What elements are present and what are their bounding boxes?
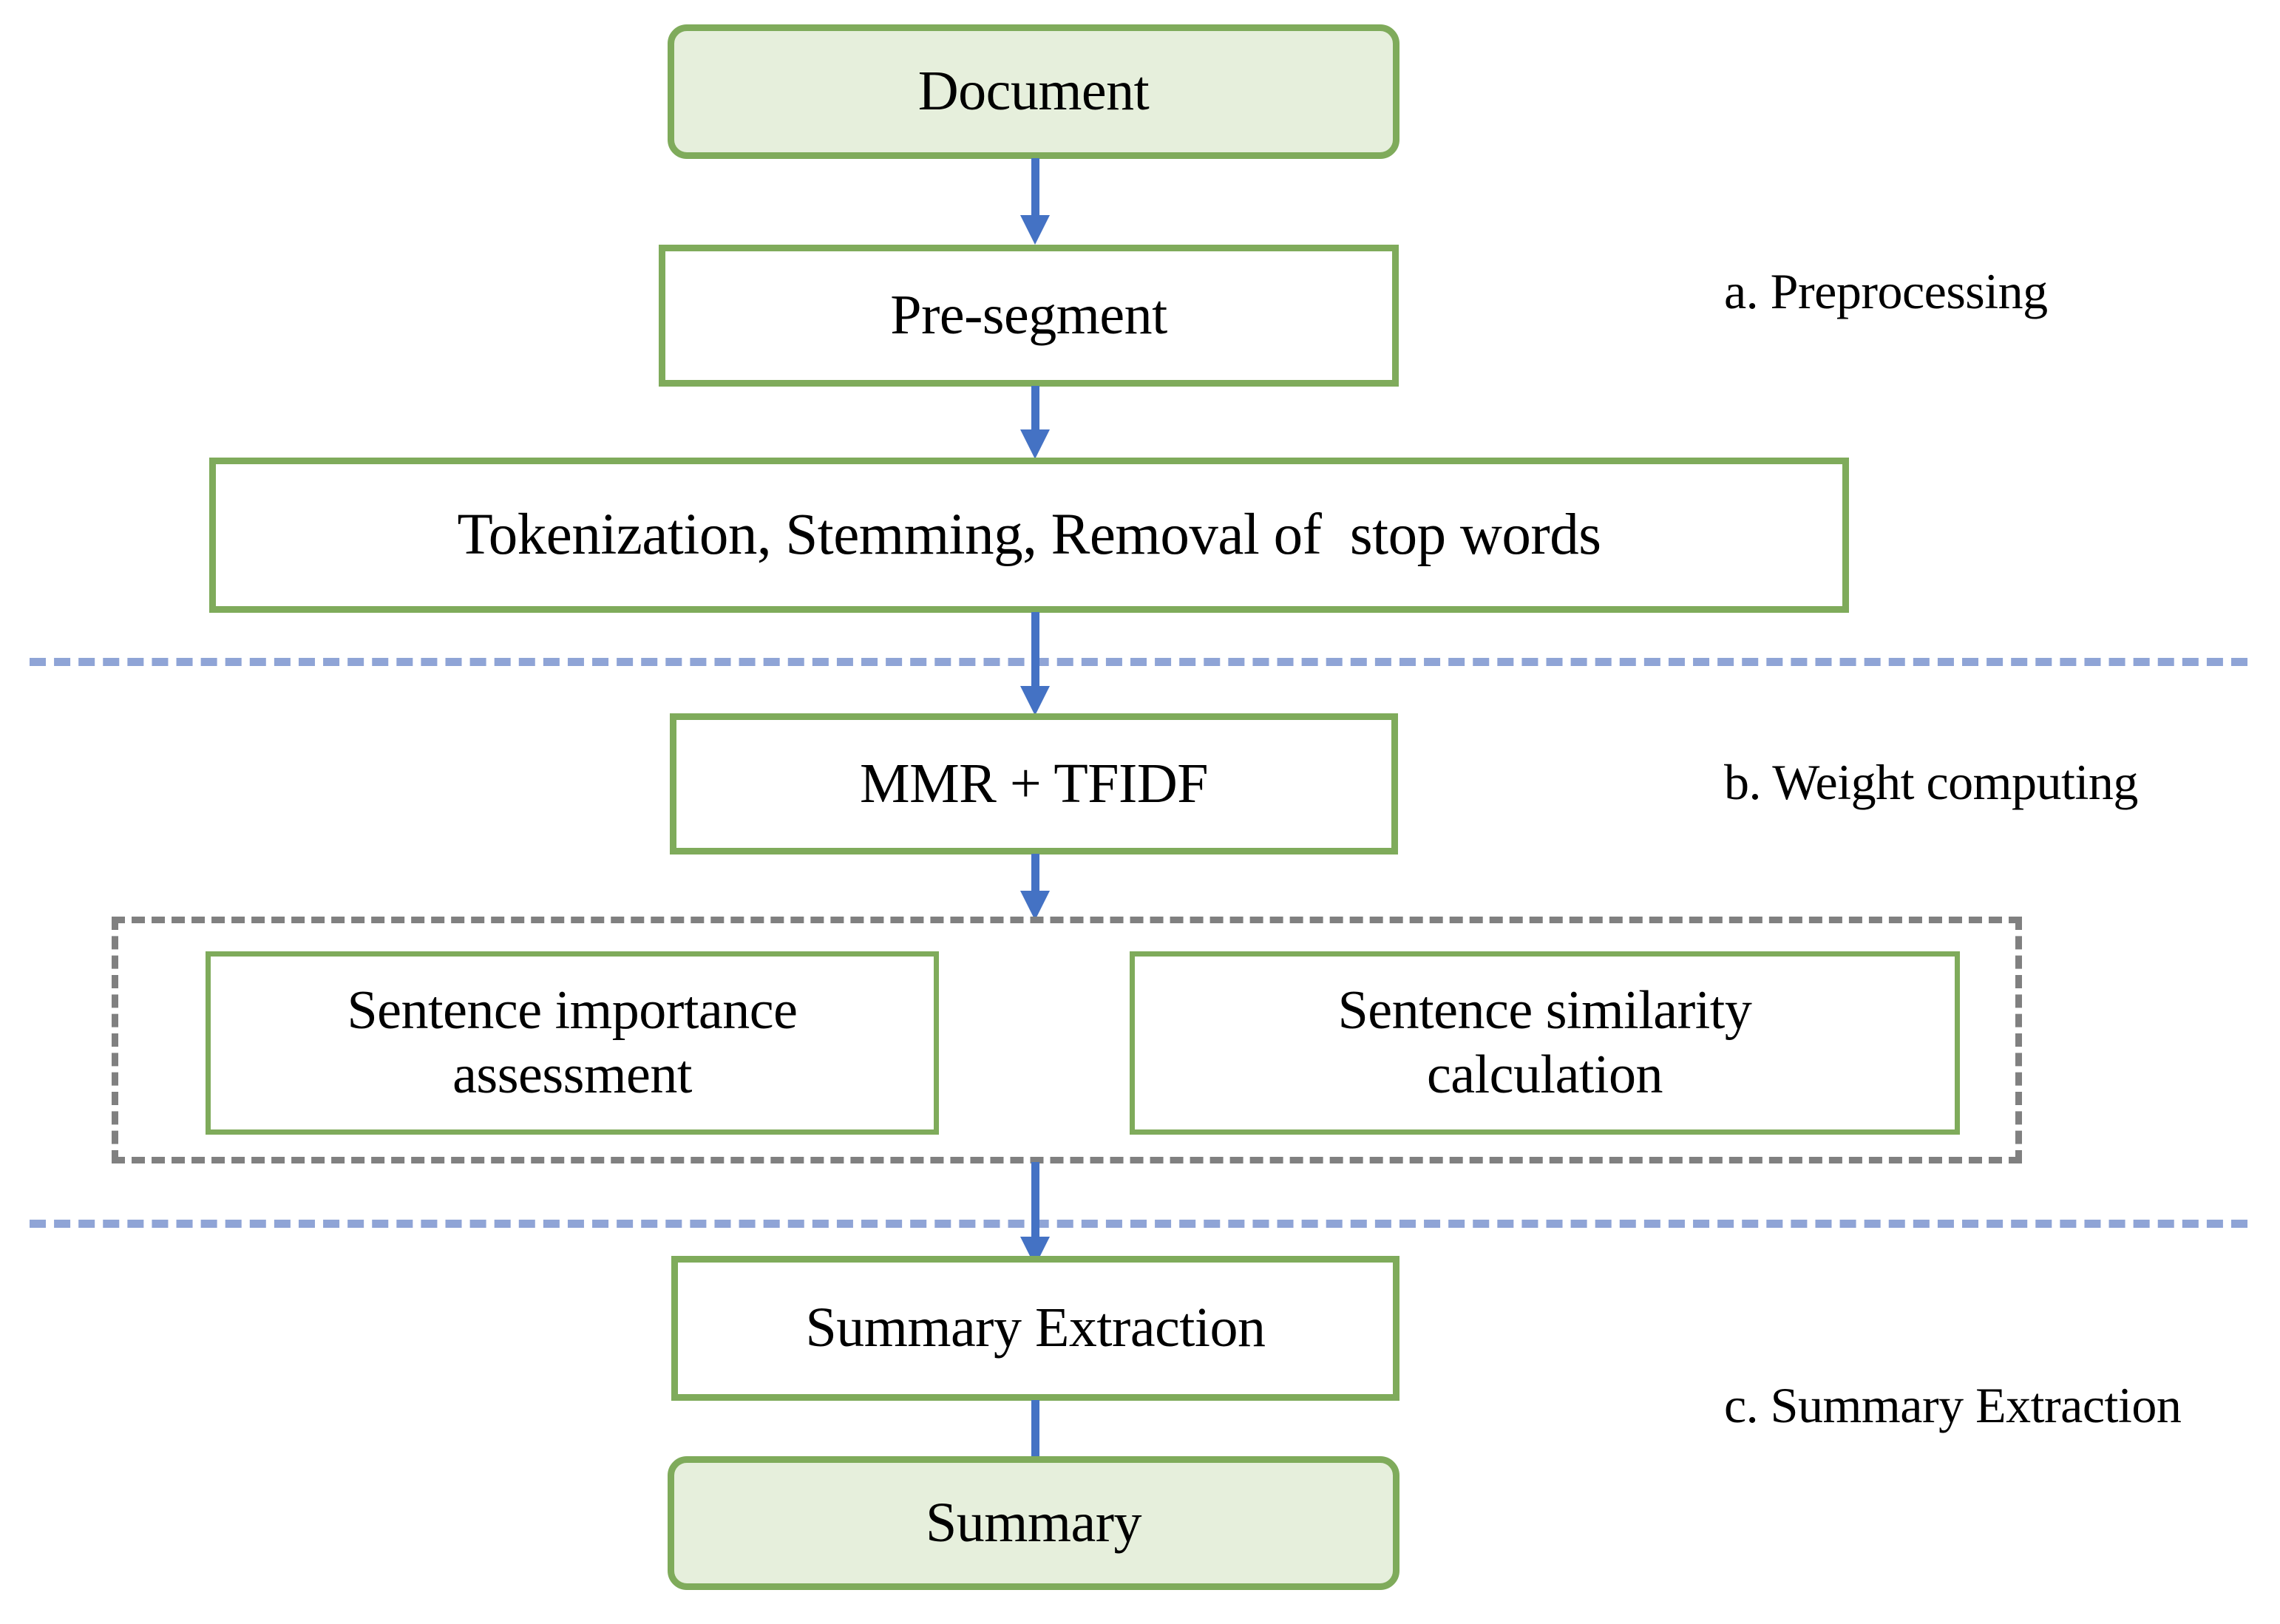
arrow-pre-segment-to-tokenization [1020,386,1050,460]
arrow-stem [1031,612,1039,688]
arrow-head [1020,686,1050,716]
node-sentence-importance[interactable]: Sentence importance assessment [206,951,939,1135]
arrow-stem [1031,854,1039,892]
node-summary-label: Summary [925,1491,1142,1554]
node-summary[interactable]: Summary [668,1456,1399,1590]
group-container-weight-computing [112,917,2022,1163]
section-divider-b-c [30,1220,2247,1228]
arrow-head [1020,891,1050,920]
arrow-group-to-summary-extraction [1020,1162,1050,1266]
node-document-label: Document [917,60,1150,123]
arrow-document-to-pre-segment [1020,158,1050,245]
arrow-mmr-to-group [1020,854,1050,920]
stage-label-preprocessing: a. Preprocessing [1724,263,2048,319]
arrow-head [1020,215,1050,245]
node-mmr-tfidf-label: MMR + TFIDF [860,752,1208,815]
node-tokenization[interactable]: Tokenization, Stemming, Removal of stop … [209,458,1849,613]
arrow-stem [1031,158,1039,216]
node-pre-segment-label: Pre-segment [890,284,1167,347]
node-tokenization-label: Tokenization, Stemming, Removal of stop … [457,503,1601,568]
stage-label-weight-computing: b. Weight computing [1724,754,2138,810]
arrow-stem [1031,386,1039,430]
arrow-head [1020,429,1050,459]
arrow-tokenization-to-mmr [1020,612,1050,716]
node-mmr-tfidf[interactable]: MMR + TFIDF [670,713,1398,855]
node-sentence-similarity-label: Sentence similarity calculation [1337,979,1752,1105]
node-summary-extraction-label: Summary Extraction [805,1297,1266,1359]
node-pre-segment[interactable]: Pre-segment [659,245,1399,387]
arrow-stem [1031,1162,1039,1239]
node-sentence-similarity[interactable]: Sentence similarity calculation [1130,951,1960,1135]
node-sentence-importance-label: Sentence importance assessment [347,979,798,1105]
node-document[interactable]: Document [668,24,1399,159]
stage-label-summary-extraction: c. Summary Extraction [1724,1377,2182,1433]
node-summary-extraction[interactable]: Summary Extraction [671,1256,1399,1401]
section-divider-a-b [30,658,2247,666]
arrow-stem [1031,1400,1039,1462]
